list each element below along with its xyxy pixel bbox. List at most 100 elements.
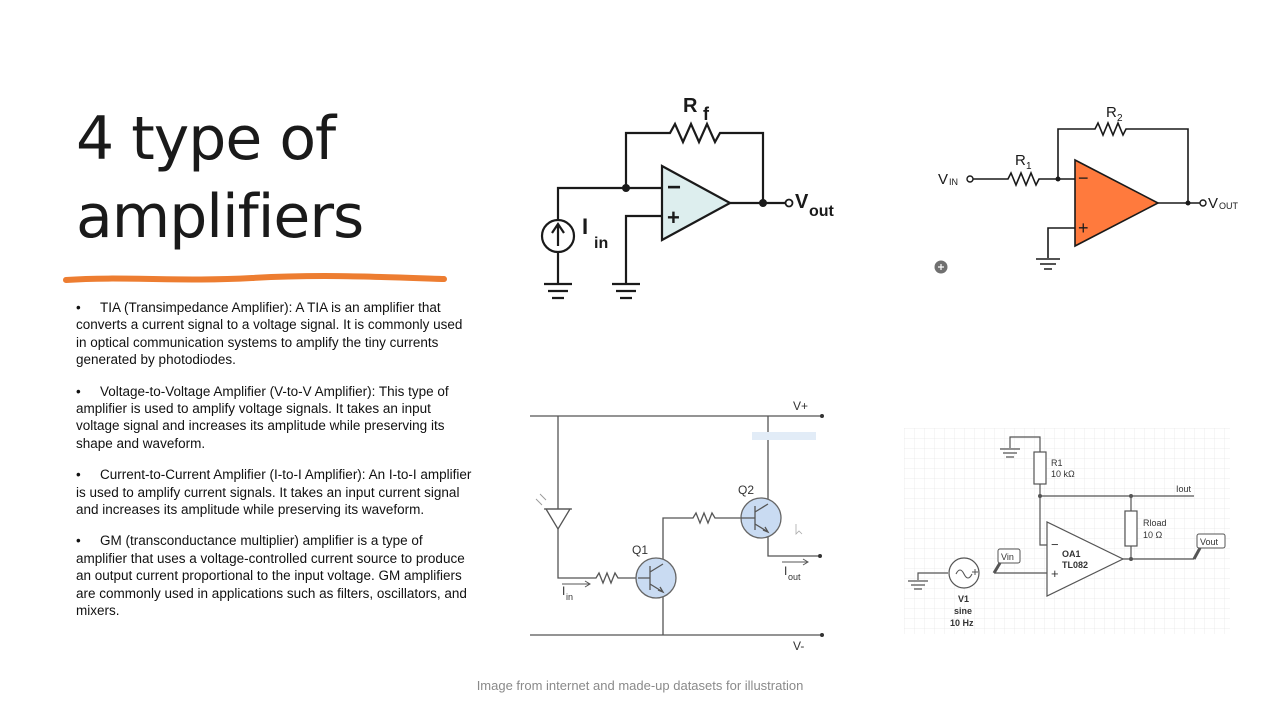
ii-watermark — [752, 432, 816, 440]
gm-ground-top-wire — [1009, 436, 1041, 452]
bullet-list: •TIA (Transimpedance Amplifier): A TIA i… — [76, 299, 476, 634]
gm-sine-wave-icon — [955, 569, 973, 579]
tia-rf-subscript: f — [703, 104, 710, 124]
image-handle-icon[interactable] — [933, 259, 949, 275]
gm-node-rload — [1129, 494, 1133, 498]
gm-oa-part: TL082 — [1062, 560, 1088, 570]
vv-r1-label: R — [1015, 152, 1026, 169]
bullet-gm: •GM (transconductance multiplier) amplif… — [76, 533, 467, 619]
bullet-text: GM (transconductance multiplier) amplifi… — [76, 533, 467, 619]
tia-minus-sign: − — [667, 174, 681, 201]
ii-photodiode — [544, 508, 572, 531]
title-line-1: 4 type of — [76, 104, 336, 174]
ii-iin-arrow-icon — [562, 580, 591, 588]
gm-vin-pointer — [992, 562, 1002, 574]
tia-iin-label: I — [582, 214, 588, 239]
ii-cursor-icon — [795, 524, 803, 535]
tia-rf-label: R — [683, 95, 698, 117]
gm-r1-wire — [1039, 484, 1047, 546]
ii-light-rays-icon — [535, 493, 547, 506]
gm-ground-top — [1000, 448, 1020, 458]
gm-vout-label: Vout — [1200, 537, 1219, 547]
gm-minus-sign: − — [1051, 537, 1059, 552]
tia-vout-label: V — [795, 191, 809, 213]
tia-ground-left — [544, 282, 572, 300]
tia-feedback-wire — [624, 121, 765, 203]
bullet-ii: •Current-to-Current Amplifier (I-to-I Am… — [76, 467, 472, 518]
ii-iout-arrow-icon — [782, 558, 809, 566]
tia-iin-subscript: in — [594, 235, 608, 252]
vv-vout-subscript: OUT — [1219, 201, 1239, 211]
vv-vout-label: V — [1208, 195, 1218, 212]
vv-vout-terminal — [1199, 199, 1207, 207]
tia-circuit-diagram: − + R f I in V out — [540, 95, 835, 300]
gm-source-ground-wire — [917, 572, 948, 580]
ii-q1-symbol — [638, 563, 665, 594]
vv-r1-subscript: 1 — [1026, 161, 1032, 172]
gm-iout-label: Iout — [1176, 484, 1192, 494]
ii-iin-label: I — [562, 584, 565, 598]
tia-opamp — [660, 164, 733, 242]
bullet-text: Voltage-to-Voltage Amplifier (V-to-V Amp… — [76, 383, 449, 451]
gm-rload-name: Rload — [1143, 518, 1167, 528]
title-underline — [63, 273, 447, 283]
bullet-text: TIA (Transimpedance Amplifier): A TIA is… — [76, 300, 463, 368]
ii-rail-dot-top — [820, 414, 824, 418]
gm-ground-bottom — [908, 580, 928, 590]
gm-r1-name: R1 — [1051, 458, 1063, 468]
gm-v1-freq: 10 Hz — [950, 618, 974, 628]
gm-v1-type: sine — [954, 606, 972, 616]
gm-rload-resistor — [1124, 510, 1138, 547]
ii-vminus-label: V- — [793, 639, 804, 653]
ii-q2-symbol — [741, 503, 770, 534]
vv-node-out — [1185, 200, 1191, 206]
gm-source-plus-icon — [972, 569, 978, 575]
ii-iin-subscript: in — [566, 592, 573, 602]
vv-opamp — [1074, 158, 1160, 248]
ii-q2-label: Q2 — [738, 483, 754, 497]
vv-r2-label: R — [1106, 104, 1117, 121]
vv-r2-subscript: 2 — [1117, 113, 1123, 124]
ii-q1-base-wire — [590, 571, 638, 585]
title-line-2: amplifiers — [76, 182, 364, 252]
ii-vplus-label: V+ — [793, 399, 808, 413]
gm-grid-background — [904, 428, 1230, 634]
i-to-i-circuit-diagram: V+ V- Q1 Q2 I in I out — [530, 399, 824, 653]
vv-vin-terminal — [966, 175, 974, 183]
image-caption: Image from internet and made-up datasets… — [476, 678, 804, 693]
tia-source-arrow-icon — [551, 222, 565, 246]
vv-plus-sign: + — [1078, 218, 1089, 238]
ii-q1-label: Q1 — [632, 543, 648, 557]
v-to-v-circuit-diagram: − + R 2 R 1 V IN V OUT — [938, 104, 1239, 270]
gm-oa-name: OA1 — [1062, 549, 1081, 559]
underline-stroke — [63, 273, 447, 283]
ii-out-dot — [818, 554, 822, 558]
ii-rail-dot-bottom — [820, 633, 824, 637]
gm-r1-resistor — [1033, 451, 1047, 485]
ii-q1-transistor — [635, 557, 677, 599]
ii-q1-collector-wire — [662, 511, 741, 564]
vv-plus-wire — [1047, 227, 1075, 258]
tia-node-in — [622, 184, 630, 192]
gm-plus-sign: + — [1051, 566, 1059, 581]
gm-vin-label: Vin — [1001, 552, 1014, 562]
gm-node-out — [1129, 557, 1133, 561]
tia-vout-terminal — [784, 198, 794, 208]
vv-minus-sign: − — [1078, 168, 1089, 188]
vv-input-wire — [973, 170, 1075, 188]
tia-node-out — [759, 199, 767, 207]
tia-ground-right — [612, 282, 640, 300]
ii-photodiode-wire — [557, 416, 590, 579]
vv-feedback-wire — [1057, 120, 1189, 203]
gm-r1-value: 10 kΩ — [1051, 469, 1075, 479]
tia-plus-wire — [624, 214, 662, 283]
gm-vout-tag — [1196, 533, 1226, 549]
vv-vin-label: V — [938, 171, 948, 188]
gm-vin-tag — [997, 548, 1021, 564]
tia-plus-sign: + — [667, 205, 680, 230]
gm-node-r1 — [1038, 494, 1042, 498]
gm-rload-value: 10 Ω — [1143, 530, 1163, 540]
ii-iout-label: I — [784, 564, 787, 578]
bullet-vv: •Voltage-to-Voltage Amplifier (V-to-V Am… — [76, 383, 449, 451]
